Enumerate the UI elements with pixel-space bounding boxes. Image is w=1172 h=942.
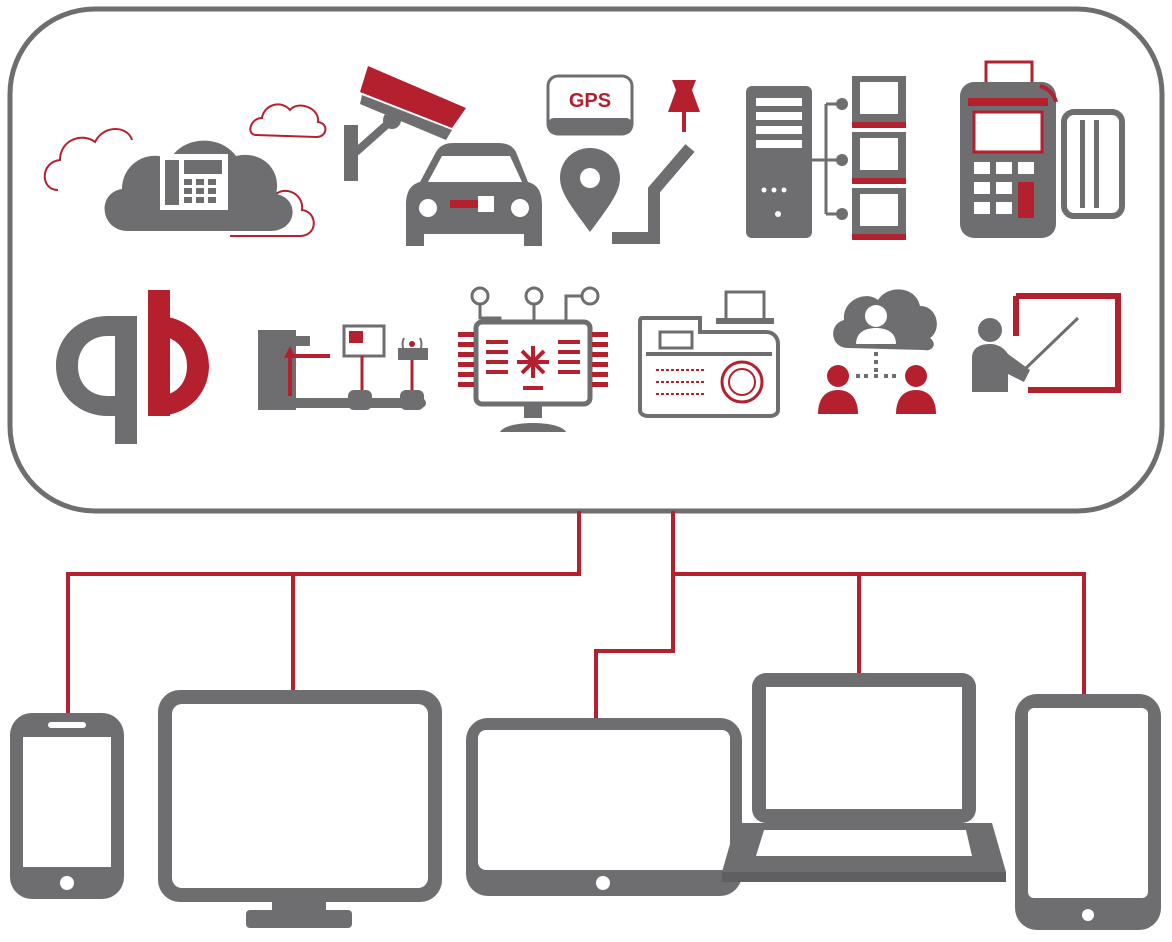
- card-payment-terminal-icon: [960, 60, 1125, 238]
- tablet-landscape-icon: [466, 718, 742, 896]
- id-card-printer-icon: [638, 290, 780, 418]
- digital-signage-icon: [458, 286, 608, 432]
- gps-tracking-icon: GPS: [546, 74, 700, 244]
- smartphone-icon: [10, 713, 124, 899]
- quickbooks-logo-icon: [56, 290, 209, 444]
- desktop-monitor-icon: [158, 690, 442, 928]
- laptop-icon: [722, 673, 1006, 882]
- cloud-users-icon: [818, 289, 937, 414]
- network-connectors: [66, 511, 1086, 718]
- gps-label: GPS: [569, 90, 611, 112]
- access-control-gate-icon: [258, 324, 428, 410]
- presentation-board-icon: [972, 293, 1121, 393]
- services-hub-box: [7, 6, 1165, 514]
- tablet-portrait-icon: [1015, 694, 1161, 930]
- server-network-icon: [746, 76, 906, 240]
- security-camera-car-icon: [344, 66, 542, 246]
- cloud-phone-icon: [43, 103, 327, 237]
